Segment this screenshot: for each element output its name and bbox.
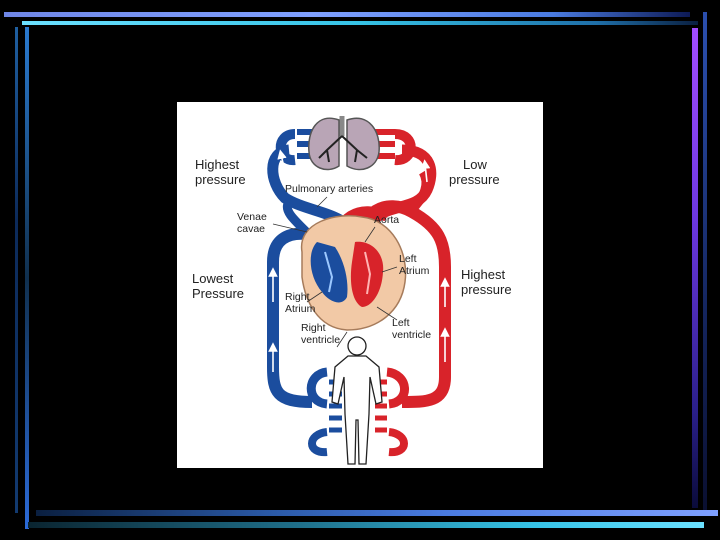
flow-arrows — [268, 149, 450, 372]
frame-line-left-inner — [25, 27, 29, 529]
circulation-diagram: Highest pressure Low pressure Pulmonary … — [177, 102, 543, 468]
leader-lines — [272, 196, 398, 348]
frame-line-right-inner — [692, 28, 698, 508]
label-highest-pressure-right: Highest pressure — [461, 267, 512, 297]
human-body-outline — [331, 336, 383, 465]
label-right-ventricle: Right ventricle — [301, 322, 341, 346]
label-pulmonary-arteries: Pulmonary arteries — [285, 183, 374, 195]
frame-line-left-outer — [15, 27, 18, 513]
frame-line-bottom-lower — [28, 522, 704, 528]
lungs-illustration — [308, 116, 380, 171]
label-lowest-pressure: Lowest Pressure — [192, 271, 245, 301]
circulation-illustration — [267, 116, 451, 465]
label-left-ventricle: Left ventricle — [392, 317, 432, 341]
label-venae-cavae: Venae cavae — [237, 211, 267, 235]
frame-line-top-outer — [4, 12, 690, 17]
upper-body-artery — [403, 169, 431, 218]
label-right-atrium: Right Atrium — [285, 291, 316, 315]
frame-line-top-inner — [22, 21, 698, 25]
frame-line-bottom-upper — [36, 510, 718, 516]
label-low-pressure: Low pressure — [449, 157, 500, 187]
frame-line-right-outer — [703, 12, 707, 512]
label-left-atrium: Left Atrium — [399, 253, 430, 277]
label-aorta: Aorta — [374, 214, 400, 226]
heart-illustration — [301, 215, 407, 331]
label-highest-pressure-top: Highest pressure — [195, 157, 246, 187]
